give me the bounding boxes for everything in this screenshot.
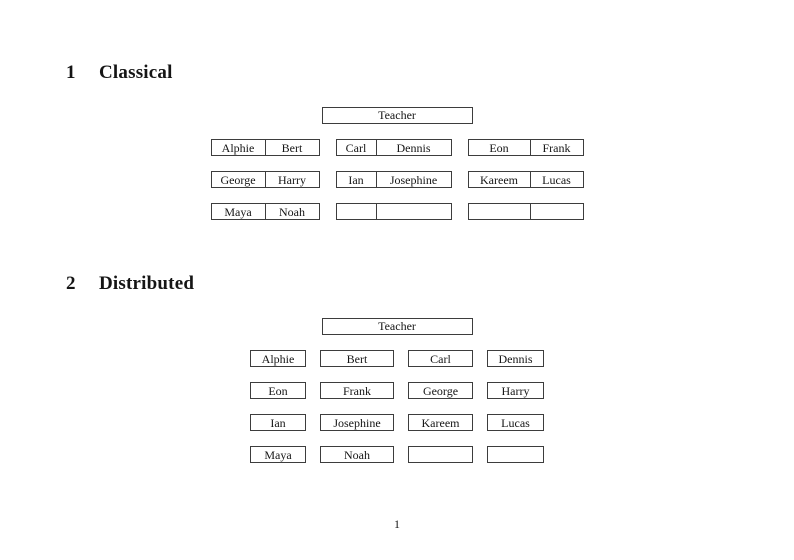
desk-seat: Kareem: [408, 414, 473, 431]
desk-column: Carl George Kareem: [408, 335, 473, 478]
desk: [487, 446, 544, 463]
desk: Harry: [487, 382, 544, 399]
desk-seat: Maya: [250, 446, 306, 463]
desk-column: Eon Frank Kareem Lucas: [467, 124, 584, 235]
teacher-box: Teacher: [321, 107, 473, 124]
desk-seat-empty: [408, 446, 473, 463]
desk-seat: George: [408, 382, 473, 399]
desk: Kareem Lucas: [467, 171, 584, 188]
desk-seat: Eon: [467, 139, 531, 156]
section-number: 1: [66, 62, 76, 83]
desk-seat-empty: [530, 203, 584, 220]
desk-seat: Lucas: [487, 414, 544, 431]
desk-seat: Bert: [265, 139, 320, 156]
desk: Eon Frank: [467, 139, 584, 156]
section-heading-distributed: 2 Distributed: [66, 272, 194, 295]
desk: Eon: [250, 382, 306, 399]
desk: Frank: [320, 382, 394, 399]
desk-column: Dennis Harry Lucas: [487, 335, 544, 478]
desk: Josephine: [320, 414, 394, 431]
desk-seat-empty: [487, 446, 544, 463]
desk: Ian Josephine: [335, 171, 452, 188]
desk-column: Carl Dennis Ian Josephine: [335, 124, 452, 235]
desk-seat: Carl: [335, 139, 377, 156]
desk-seat: Eon: [250, 382, 306, 399]
desk: Alphie Bert: [210, 139, 320, 156]
desk: Alphie: [250, 350, 306, 367]
desk: Carl: [408, 350, 473, 367]
desk-seat: Kareem: [467, 171, 531, 188]
desk: Ian: [250, 414, 306, 431]
desk-column: Alphie Eon Ian Maya: [250, 335, 306, 478]
desk-seat: Ian: [250, 414, 306, 431]
desk-grid: Alphie Bert George Harry Maya Noah Carl …: [0, 124, 794, 235]
desk: Noah: [320, 446, 394, 463]
desk-seat: Frank: [320, 382, 394, 399]
desk-seat: Ian: [335, 171, 377, 188]
desk-seat: Alphie: [210, 139, 266, 156]
desk-seat: Lucas: [530, 171, 584, 188]
desk-grid: Alphie Eon Ian Maya Bert Frank Josephine…: [0, 335, 794, 478]
desk: [467, 203, 584, 220]
desk: Maya: [250, 446, 306, 463]
teacher-box: Teacher: [321, 318, 473, 335]
desk: Kareem: [408, 414, 473, 431]
desk-seat-empty: [376, 203, 452, 220]
desk-seat: Josephine: [320, 414, 394, 431]
desk-column: Bert Frank Josephine Noah: [320, 335, 394, 478]
desk-seat: Harry: [487, 382, 544, 399]
desk-column: Alphie Bert George Harry Maya Noah: [210, 124, 320, 235]
section-title: Classical: [99, 62, 173, 83]
desk: Lucas: [487, 414, 544, 431]
desk-seat: Alphie: [250, 350, 306, 367]
classroom-diagram-distributed: Teacher Alphie Eon Ian Maya Bert Frank J…: [0, 318, 794, 478]
section-number: 2: [66, 273, 76, 294]
classroom-diagram-classical: Teacher Alphie Bert George Harry Maya No…: [0, 107, 794, 235]
desk-seat-empty: [335, 203, 377, 220]
desk-seat: Dennis: [487, 350, 544, 367]
desk: Dennis: [487, 350, 544, 367]
desk: [408, 446, 473, 463]
desk-seat: Bert: [320, 350, 394, 367]
desk: George: [408, 382, 473, 399]
desk-seat: Dennis: [376, 139, 452, 156]
desk: Carl Dennis: [335, 139, 452, 156]
desk-seat: Harry: [265, 171, 320, 188]
desk: George Harry: [210, 171, 320, 188]
desk-seat: Noah: [265, 203, 320, 220]
section-title: Distributed: [99, 273, 195, 294]
desk-seat: Frank: [530, 139, 584, 156]
desk: [335, 203, 452, 220]
desk: Bert: [320, 350, 394, 367]
desk-seat-empty: [467, 203, 531, 220]
desk-seat: Noah: [320, 446, 394, 463]
desk-seat: Josephine: [376, 171, 452, 188]
desk: Maya Noah: [210, 203, 320, 220]
desk-seat: Carl: [408, 350, 473, 367]
desk-seat: George: [210, 171, 266, 188]
page-number: 1: [394, 517, 400, 531]
desk-seat: Maya: [210, 203, 266, 220]
section-heading-classical: 1 Classical: [66, 61, 173, 84]
